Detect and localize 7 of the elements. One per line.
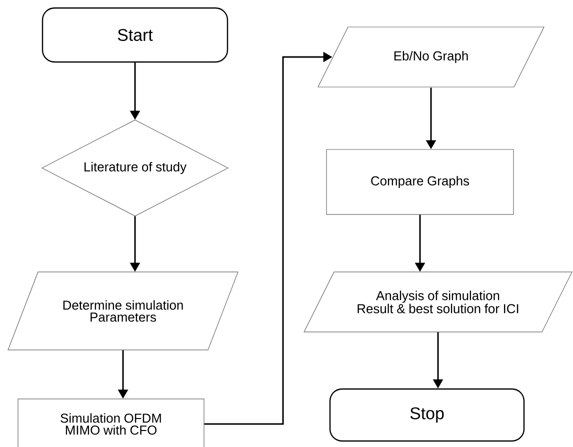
process-box: Simulation OFDM MIMO with CFO [18, 398, 204, 447]
terminal-box: Stop [329, 388, 525, 442]
data-parallelogram: Determine simulation Parameters [8, 272, 238, 350]
data-parallelogram: Analysis of simulation Result & best solution for ICI [304, 272, 572, 332]
data-parallelogram: Eb/No Graph [318, 26, 544, 88]
process-box: Compare Graphs [326, 149, 514, 215]
terminal-box: Start [42, 7, 228, 63]
